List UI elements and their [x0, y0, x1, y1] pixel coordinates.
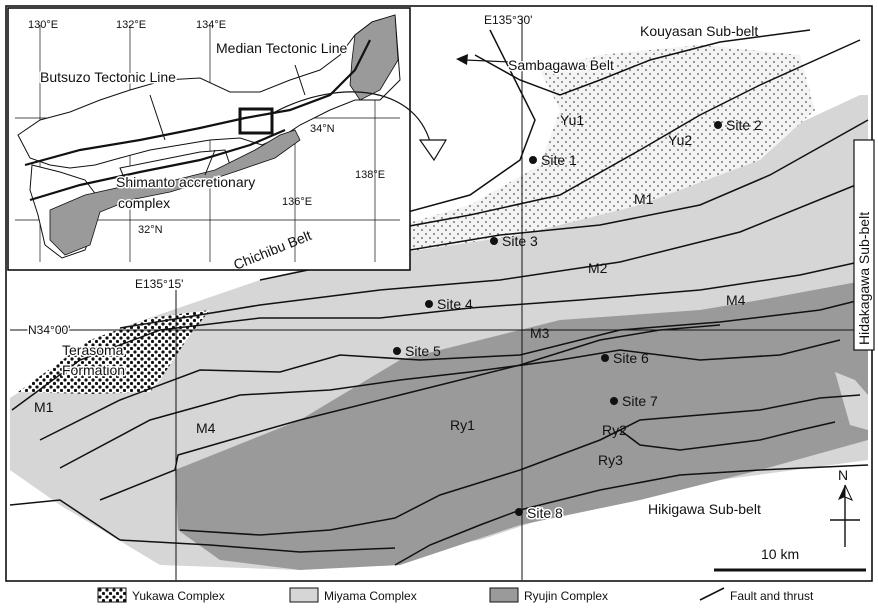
- terasoma-formation-area: [18, 310, 210, 394]
- site-2: Site 2: [714, 117, 762, 133]
- unit-m4-right: M4: [726, 292, 746, 308]
- fault-line-8: [59, 339, 841, 469]
- unit-m2: M2: [588, 260, 608, 276]
- site-label-3: Site 3: [502, 233, 538, 249]
- inset-median-pointer: [294, 64, 306, 96]
- inset-lat-32: 32°N: [138, 224, 163, 236]
- inset-shimanto-label-1: Shimanto accretionary: [116, 174, 255, 190]
- fault-line-7: [39, 297, 869, 441]
- grid-label-n34: N34°00': [28, 323, 70, 337]
- miyama-pocket: [835, 372, 868, 430]
- fault-line-2: [474, 29, 811, 96]
- site-label-7: Site 7: [622, 393, 658, 409]
- inset-lon-138: 138°E: [355, 169, 385, 181]
- unit-ry3: Ry3: [598, 452, 623, 468]
- inset-butsuzo-label: Butsuzo Tectonic Line: [40, 69, 176, 85]
- hidakagawa-label-box: Hidakagawa Sub-belt: [853, 139, 875, 351]
- sites: Site 1 Site 2 Site 3 Site 4 Site 5 Site …: [393, 117, 762, 523]
- site-5: Site 5: [393, 343, 441, 359]
- unit-yu1: Yu1: [560, 112, 584, 128]
- site-label-8: Site 8: [527, 505, 563, 521]
- belt-hikigawa: Hikigawa Sub-belt: [648, 501, 761, 517]
- inset-study-area-box: [238, 107, 274, 135]
- legend-yukawa: Yukawa Complex: [132, 589, 225, 603]
- legend-swatch-miyama: [289, 587, 319, 603]
- inset-median-label: Median Tectonic Line: [216, 40, 347, 56]
- fault-line-6: [11, 259, 869, 411]
- inset-shimanto-complex: [49, 129, 301, 256]
- legend-fault: Fault and thrust: [730, 589, 814, 603]
- inset-east-grey: [349, 14, 399, 101]
- legend: Yukawa Complex Miyama Complex Ryujin Com…: [97, 587, 814, 603]
- unit-m3: M3: [530, 325, 550, 341]
- legend-ryujin: Ryujin Complex: [524, 589, 608, 603]
- legend-swatch-ryujin: [489, 587, 519, 603]
- inset-lat-34: 34°N: [310, 123, 335, 135]
- sambagawa-arrow: [464, 59, 511, 63]
- inset-to-map-arrow: [274, 91, 433, 151]
- inset-lon-130: 130°E: [28, 19, 58, 31]
- site-label-2: Site 2: [726, 117, 762, 133]
- site-label-5: Site 5: [405, 343, 441, 359]
- unit-m1-left: M1: [34, 399, 54, 415]
- fault-line-14: [9, 499, 121, 541]
- north-label: N: [838, 467, 848, 483]
- site-label-6: Site 6: [613, 350, 649, 366]
- inset-lon-132: 132°E: [116, 19, 146, 31]
- sambagawa-arrowhead: [456, 54, 468, 65]
- unit-yu2: Yu2: [668, 132, 692, 148]
- site-4: Site 4: [425, 296, 473, 312]
- grid-label-e135-30: E135°30': [484, 13, 532, 27]
- site-label-1: Site 1: [541, 152, 577, 168]
- fault-line-13: [119, 539, 396, 553]
- site-label-4: Site 4: [437, 296, 473, 312]
- inset-butsuzo-tectonic-line: [29, 128, 286, 202]
- inset-shimanto-pointer: [204, 149, 216, 176]
- site-6: Site 6: [601, 350, 649, 366]
- north-arrow-icon: N: [830, 467, 860, 547]
- site-8: Site 8: [515, 504, 565, 523]
- yukawa-complex-area: [250, 45, 815, 268]
- legend-miyama: Miyama Complex: [324, 589, 417, 603]
- fault-line-10: [179, 394, 861, 536]
- unit-m4-left: M4: [196, 420, 216, 436]
- fault-line-12: [394, 464, 869, 566]
- unit-ry2: Ry2: [602, 422, 627, 438]
- belt-sambagawa: Sambagawa Belt: [508, 57, 614, 73]
- fault-line-11: [599, 421, 836, 451]
- inset-butsuzo-pointer: [149, 94, 166, 141]
- inset-to-map-arrowhead: [418, 139, 448, 162]
- scale-bar: 10 km: [714, 546, 866, 572]
- coordinate-grid: [10, 18, 868, 580]
- legend-swatch-yukawa: [97, 587, 127, 603]
- site-1: Site 1: [529, 152, 577, 168]
- site-7: Site 7: [610, 393, 658, 409]
- inset-shimanto-label-2: complex: [118, 195, 170, 211]
- grid-label-e135-15: E135°15': [135, 277, 183, 291]
- belt-hidakagawa: Hidakagawa Sub-belt: [856, 212, 872, 345]
- belt-kouyasan: Kouyasan Sub-belt: [640, 23, 758, 39]
- terasoma-label-2: Formation: [62, 362, 125, 378]
- inset-lon-136: 136°E: [282, 196, 312, 208]
- legend-swatch-fault: [699, 587, 725, 601]
- inset-median-tectonic-line: [24, 39, 371, 167]
- inset-lon-134: 134°E: [196, 19, 226, 31]
- inset-map: [7, 7, 411, 271]
- unit-m1: M1: [634, 191, 654, 207]
- terasoma-label-1: Terasoma: [62, 342, 124, 358]
- fault-line-5: [119, 179, 869, 329]
- site-3: Site 3: [490, 233, 538, 249]
- unit-ry1: Ry1: [450, 417, 475, 433]
- scale-label: 10 km: [761, 546, 799, 562]
- inset-land-honshu: [17, 14, 401, 169]
